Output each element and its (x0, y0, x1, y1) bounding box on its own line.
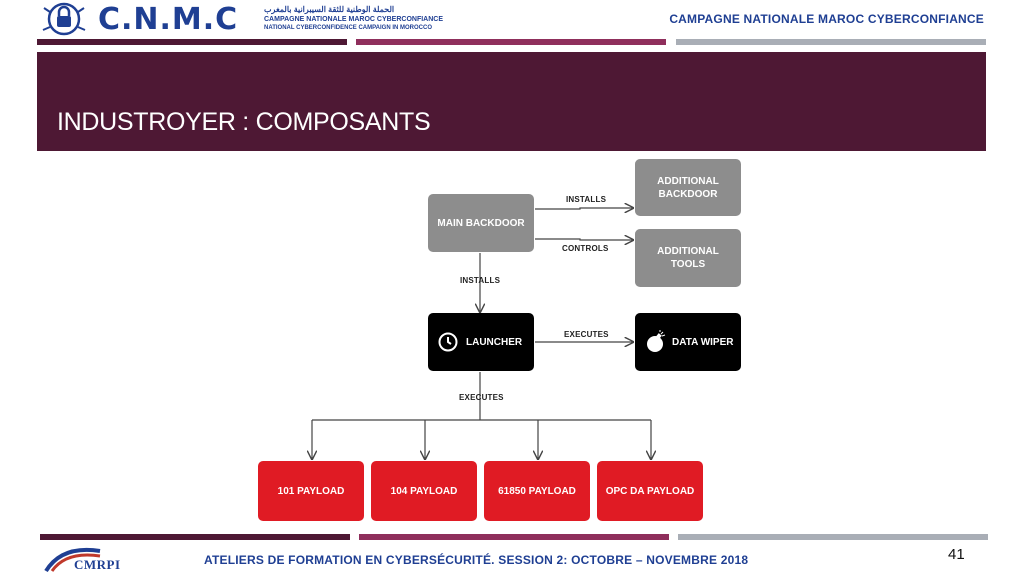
bottom-divider-magenta (359, 534, 669, 540)
node-101-payload-label: 101 PAYLOAD (277, 485, 345, 497)
page-number: 41 (948, 546, 965, 563)
industroyer-diagram: MAIN BACKDOOR ADDITIONAL BACKDOOR ADDITI… (250, 152, 770, 532)
logo-subtitle-english: NATIONAL CYBERCONFIDENCE CAMPAIGN IN MOR… (264, 25, 432, 31)
node-main-backdoor: MAIN BACKDOOR (428, 194, 534, 252)
node-main-backdoor-label: MAIN BACKDOOR (437, 217, 525, 229)
node-101-payload: 101 PAYLOAD (258, 461, 364, 521)
bomb-icon (647, 330, 666, 352)
node-launcher-label: LAUNCHER (466, 336, 523, 348)
logo-wordmark: C.N.M.C (98, 2, 239, 37)
node-61850-payload-label: 61850 PAYLOAD (498, 485, 576, 497)
cnmc-logo: C.N.M.C الحملة الوطنية للثقة السيبرانية … (40, 2, 450, 37)
top-divider-grey (676, 39, 986, 45)
title-band: INDUSTROYER : COMPOSANTS (37, 52, 986, 151)
node-104-payload: 104 PAYLOAD (371, 461, 477, 521)
cmrpi-logo-text: CMRPI (74, 557, 121, 572)
emblem-icon (42, 2, 86, 36)
edge-label-installs-backdoor: INSTALLS (566, 195, 607, 204)
node-additional-backdoor: ADDITIONAL BACKDOOR (635, 159, 741, 216)
edge-label-installs-launcher: INSTALLS (460, 276, 501, 285)
node-additional-backdoor-label: ADDITIONAL BACKDOOR (657, 175, 719, 200)
campaign-title: CAMPAGNE NATIONALE MAROC CYBERCONFIANCE (669, 12, 984, 26)
edge-main-to-backdoor (535, 208, 633, 209)
edge-main-to-tools (535, 239, 633, 240)
node-additional-tools: ADDITIONAL TOOLS (635, 229, 741, 287)
node-data-wiper-label: DATA WIPER (672, 336, 734, 348)
logo-subtitle-french: CAMPAGNE NATIONALE MAROC CYBERCONFIANCE (264, 16, 444, 23)
node-61850-payload: 61850 PAYLOAD (484, 461, 590, 521)
edge-label-controls: CONTROLS (562, 244, 609, 253)
node-opc-da-payload-label: OPC DA PAYLOAD (605, 485, 695, 497)
logo-subtitle-arabic: الحملة الوطنية للثقة السيبرانية بالمغرب (264, 5, 395, 14)
bottom-divider-grey (678, 534, 988, 540)
cmrpi-logo: CMRPI (44, 543, 144, 575)
node-opc-da-payload: OPC DA PAYLOAD (597, 461, 703, 521)
cmrpi-swoosh-icon (44, 547, 101, 573)
clock-icon (438, 332, 458, 352)
node-launcher: LAUNCHER (428, 313, 534, 371)
top-divider-magenta (356, 39, 666, 45)
slide-title: INDUSTROYER : COMPOSANTS (57, 108, 431, 136)
bottom-divider-burgundy (40, 534, 350, 540)
diagram-connectors (250, 152, 770, 532)
top-divider-burgundy (37, 39, 347, 45)
node-104-payload-label: 104 PAYLOAD (390, 485, 458, 497)
footer-session-text: ATELIERS DE FORMATION EN CYBERSÉCURITÉ. … (204, 553, 749, 567)
node-additional-tools-label: ADDITIONAL TOOLS (657, 246, 719, 270)
edge-label-executes-wiper: EXECUTES (564, 330, 609, 339)
edge-label-executes-payloads: EXECUTES (459, 393, 504, 402)
node-data-wiper: DATA WIPER (635, 313, 741, 371)
